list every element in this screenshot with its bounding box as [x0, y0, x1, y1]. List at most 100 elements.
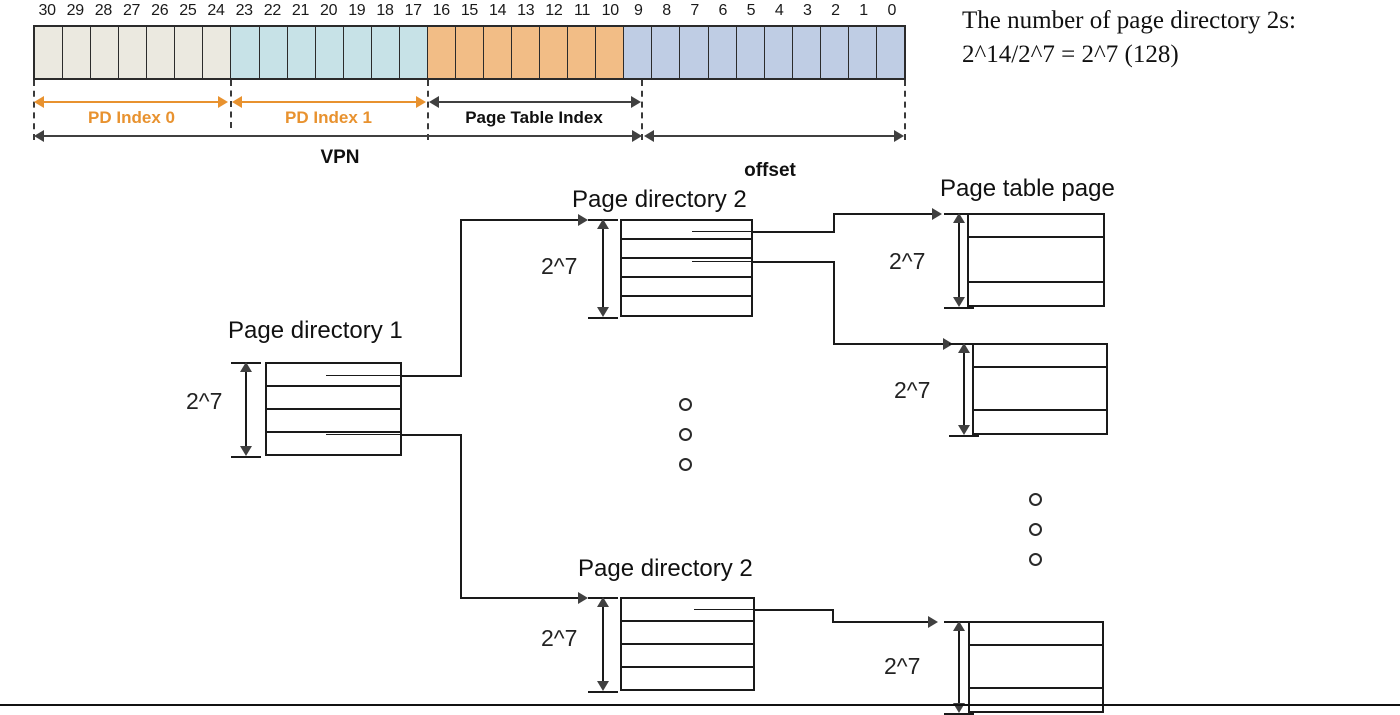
pd0-span-line — [44, 101, 218, 103]
bit-cell-page-table-index — [512, 27, 541, 78]
conn-pd2b-h2 — [832, 621, 931, 623]
bit-label-13: 13 — [517, 2, 535, 19]
bit-label-5: 5 — [746, 2, 756, 19]
bit-label-26: 26 — [151, 2, 169, 19]
note-line-2: 2^14/2^7 = 2^7 (128) — [962, 41, 1179, 68]
page-directory-2-bottom-title: Page directory 2 — [578, 555, 753, 582]
table-row — [970, 646, 1102, 689]
bit-cell-pd-index-0 — [63, 27, 92, 78]
page-directory-2-bottom-box — [620, 597, 755, 691]
table-row — [974, 368, 1106, 411]
bit-label-7: 7 — [690, 2, 699, 19]
pd2top-entry-line-2 — [692, 261, 753, 262]
bit-cell-offset — [876, 27, 904, 78]
table-row — [267, 387, 400, 410]
pd1-span-line — [242, 101, 416, 103]
bit-label-3: 3 — [802, 2, 812, 19]
bit-label-11: 11 — [574, 2, 591, 19]
bit-label-0: 0 — [887, 2, 897, 19]
offset-arrow-left — [644, 130, 654, 142]
pd1-arrow-left — [232, 96, 242, 108]
page-table-page-top-dim-label: 2^7 — [889, 248, 926, 274]
bit-cell-pd-index-1 — [259, 27, 288, 78]
bit-cell-page-table-index — [596, 27, 625, 78]
bit-label-29: 29 — [66, 2, 85, 19]
table-row — [622, 645, 753, 668]
ellipsis-dot — [1029, 493, 1042, 506]
dash-pd0-pd1 — [230, 80, 232, 128]
conn-pd1-bot-h2 — [460, 597, 580, 599]
pd2bot-entry-line-1 — [694, 609, 755, 610]
pti-arrow-right — [631, 96, 641, 108]
table-row — [267, 410, 400, 433]
bit-label-24: 24 — [207, 2, 225, 19]
bit-cell-pd-index-0 — [147, 27, 176, 78]
conn-pd2t-1-h2 — [833, 213, 936, 215]
conn-pd1-top-v — [460, 219, 462, 376]
bit-cell-page-table-index — [540, 27, 569, 78]
conn-pd1-top-h2 — [460, 219, 580, 221]
conn-pd2t-2-arrow — [943, 338, 953, 350]
ellipsis-dot — [1029, 523, 1042, 536]
conn-pd1-top-arrow — [578, 214, 588, 226]
note-block: The number of page directory 2s: 2^14/2^… — [962, 4, 1392, 72]
ellipsis-dot — [679, 398, 692, 411]
table-row — [622, 278, 751, 297]
bit-label-8: 8 — [662, 2, 671, 19]
table-row — [622, 297, 751, 316]
table-row — [622, 221, 751, 240]
bit-label-1: 1 — [859, 2, 868, 19]
ellipsis-dot — [1029, 553, 1042, 566]
bit-label-6: 6 — [718, 2, 728, 19]
page-table-page-top-title: Page table page — [940, 175, 1115, 202]
table-row — [970, 623, 1102, 646]
bit-cell-offset — [680, 27, 709, 78]
bit-label-2: 2 — [831, 2, 840, 19]
pti-span-line — [439, 101, 631, 103]
bit-label-20: 20 — [320, 2, 338, 19]
ellipsis-dot — [679, 428, 692, 441]
bit-label-19: 19 — [348, 2, 366, 19]
bit-label-27: 27 — [122, 2, 141, 19]
bit-cell-offset — [624, 27, 653, 78]
page-table-page-mid-dim-label: 2^7 — [894, 377, 931, 403]
pd1-arrow-right — [416, 96, 426, 108]
pd1-entry-line-top — [326, 375, 402, 376]
pd-index-0-label: PD Index 0 — [88, 108, 175, 127]
pd0-arrow-left — [34, 96, 44, 108]
pd1-entry-line-bottom — [326, 434, 402, 435]
bit-cell-pd-index-1 — [371, 27, 400, 78]
conn-pd2t-1-arrow — [932, 208, 942, 220]
conn-pd2b-arrow — [928, 616, 938, 628]
bit-cell-offset — [736, 27, 765, 78]
bit-label-16: 16 — [432, 2, 451, 19]
bit-cell-offset — [848, 27, 877, 78]
page-directory-2-bottom-dim-label: 2^7 — [541, 625, 578, 651]
table-row — [974, 345, 1106, 368]
bit-cell-pd-index-1 — [315, 27, 344, 78]
ellipsis-dot — [679, 458, 692, 471]
dash-pti-offset — [641, 80, 643, 140]
bit-cell-offset — [792, 27, 821, 78]
page-directory-1-box — [265, 362, 402, 456]
pd-index-1-label: PD Index 1 — [285, 108, 372, 127]
table-row — [969, 215, 1103, 238]
bit-label-4: 4 — [774, 2, 784, 19]
bit-label-18: 18 — [376, 2, 394, 19]
conn-pd1-top-h1 — [402, 375, 462, 377]
page-directory-1-title: Page directory 1 — [228, 317, 403, 344]
offset-span-line — [654, 135, 894, 137]
table-row — [969, 283, 1103, 307]
bit-cell-pd-index-0 — [203, 27, 232, 78]
page-table-page-mid-box — [972, 343, 1108, 435]
table-row — [267, 433, 400, 456]
vpn-label: VPN — [320, 147, 360, 168]
vpn-span-line — [44, 135, 632, 137]
conn-pd1-bot-arrow — [578, 592, 588, 604]
conn-pd2t-2-h2 — [833, 343, 946, 345]
page-table-index-label: Page Table Index — [465, 108, 603, 127]
conn-pd2t-2-h1 — [753, 261, 835, 263]
conn-pd2t-1-v — [833, 213, 835, 233]
